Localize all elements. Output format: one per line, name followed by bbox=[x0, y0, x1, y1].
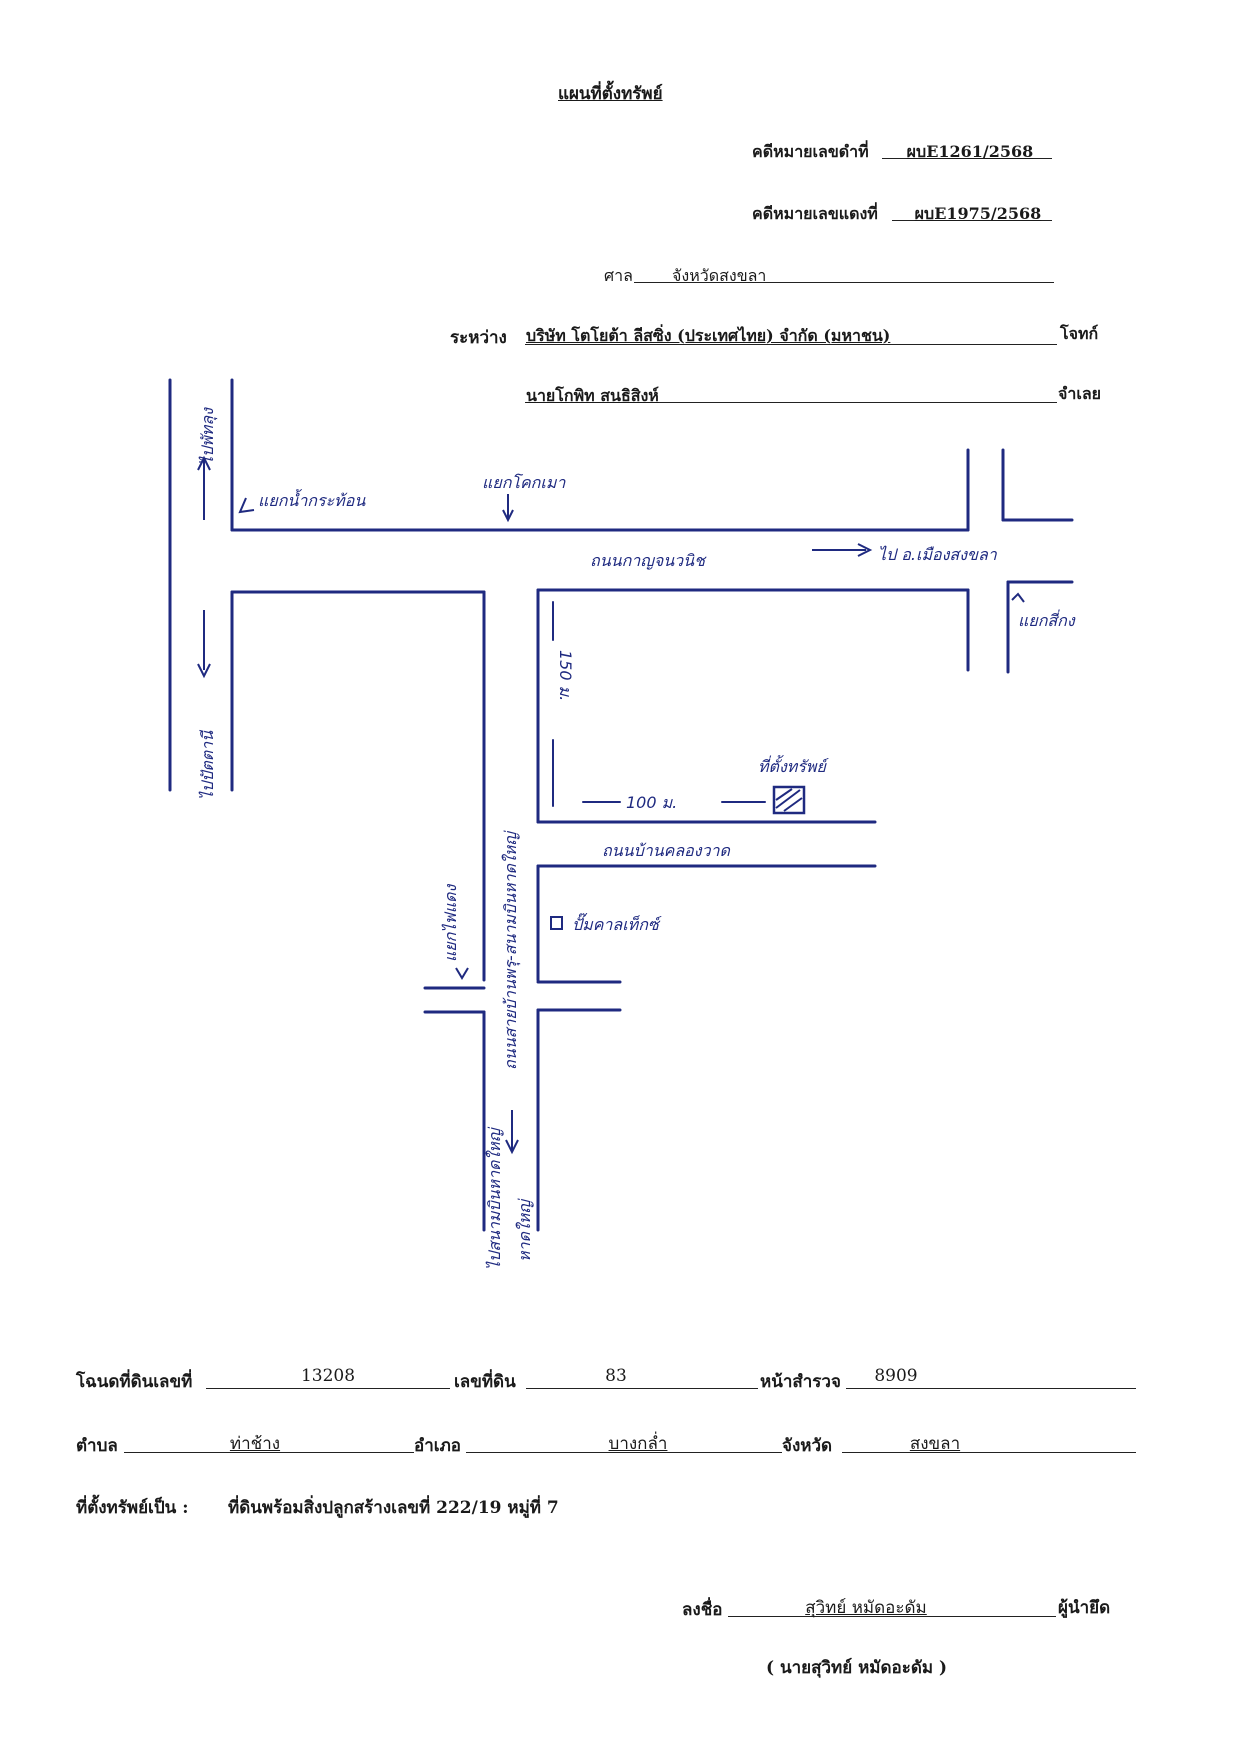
subdistrict-value: ท่าช้าง bbox=[229, 1434, 281, 1454]
page-title: แผนที่ตั้งทรัพย์ bbox=[558, 84, 663, 104]
label-distance-vertical: 150 ม. bbox=[556, 650, 575, 701]
location-label: ที่ตั้งทรัพย์เป็น : bbox=[76, 1498, 189, 1518]
subdistrict-label: ตำบล bbox=[76, 1436, 118, 1456]
land-no-label: เลขที่ดิน bbox=[454, 1372, 516, 1392]
court-label: ศาล bbox=[604, 266, 633, 285]
defendant-name: นายโกพิท สนธิสิงห์ bbox=[526, 386, 659, 405]
sign-label: ลงชื่อ bbox=[682, 1600, 723, 1620]
label-to-east: ไป อ.เมืองสงขลา bbox=[878, 545, 998, 564]
red-case-value: ผบE1975/2568 bbox=[914, 204, 1042, 223]
survey-value: 8909 bbox=[874, 1366, 918, 1386]
province-label: จังหวัด bbox=[782, 1436, 833, 1456]
label-junction-right: แยกสี่กง bbox=[1018, 609, 1076, 630]
court-value: จังหวัดสงขลา bbox=[672, 266, 767, 285]
location-value: ที่ดินพร้อมสิ่งปลูกสร้างเลขที่ 222/19 หม… bbox=[228, 1498, 559, 1518]
between-label: ระหว่าง bbox=[450, 328, 507, 348]
label-distance-horizontal: 100 ม. bbox=[626, 793, 677, 812]
defendant-role: จำเลย bbox=[1058, 384, 1102, 403]
district-label: อำเภอ bbox=[414, 1436, 461, 1456]
red-case-label: คดีหมายเลขแดงที่ bbox=[752, 204, 878, 223]
province-value: สงขลา bbox=[909, 1434, 961, 1454]
deed-value: 13208 bbox=[300, 1366, 356, 1386]
land-no-value: 83 bbox=[605, 1366, 627, 1386]
survey-label: หน้าสำรวจ bbox=[760, 1372, 841, 1392]
black-case-label: คดีหมายเลขดำที่ bbox=[752, 142, 869, 161]
label-junction-bottom: แยกไฟแดง bbox=[441, 884, 460, 962]
district-value: บางกล่ำ bbox=[608, 1434, 668, 1454]
plaintiff-name: บริษัท โตโยต้า ลีสซิ่ง (ประเทศไทย) จำกัด… bbox=[526, 326, 891, 345]
label-junction-mid: แยกโคกเมา bbox=[482, 473, 566, 492]
label-to-bottom-2: หาดใหญ่ bbox=[515, 1198, 534, 1262]
label-property: ที่ตั้งทรัพย์ bbox=[758, 755, 829, 776]
location-map: ไปพัทลุง ไปปัตตานี แยกน้ำกระท้อน แยกโคกเ… bbox=[168, 378, 1076, 1270]
label-to-phatthalung: ไปพัทลุง bbox=[198, 407, 218, 465]
label-to-bottom-1: ไปสนามบินหาดใหญ่ bbox=[485, 1127, 504, 1270]
deed-label: โฉนดที่ดินเลขที่ bbox=[76, 1372, 193, 1392]
label-to-pattani: ไปปัตตานี bbox=[198, 730, 217, 800]
label-junction-left: แยกน้ำกระท้อน bbox=[258, 489, 366, 510]
sign-role: ผู้นำยึด bbox=[1058, 1598, 1111, 1618]
label-side-road: ถนนบ้านคลองวาด bbox=[602, 841, 732, 860]
label-vertical-road: ถนนสายบ้านพรุ-สนามบินหาดใหญ่ bbox=[501, 830, 521, 1070]
signer-printed-name: ( นายสุวิทย์ หมัดอะดัม ) bbox=[766, 1658, 948, 1678]
black-case-value: ผบE1261/2568 bbox=[906, 142, 1034, 161]
label-landmark: ปั๊มคาลเท็กซ์ bbox=[572, 913, 662, 934]
label-main-road: ถนนกาญจนวนิช bbox=[590, 551, 707, 570]
plaintiff-role: โจทก์ bbox=[1060, 324, 1099, 343]
sign-value: สุวิทย์ หมัดอะดัม bbox=[805, 1598, 927, 1618]
